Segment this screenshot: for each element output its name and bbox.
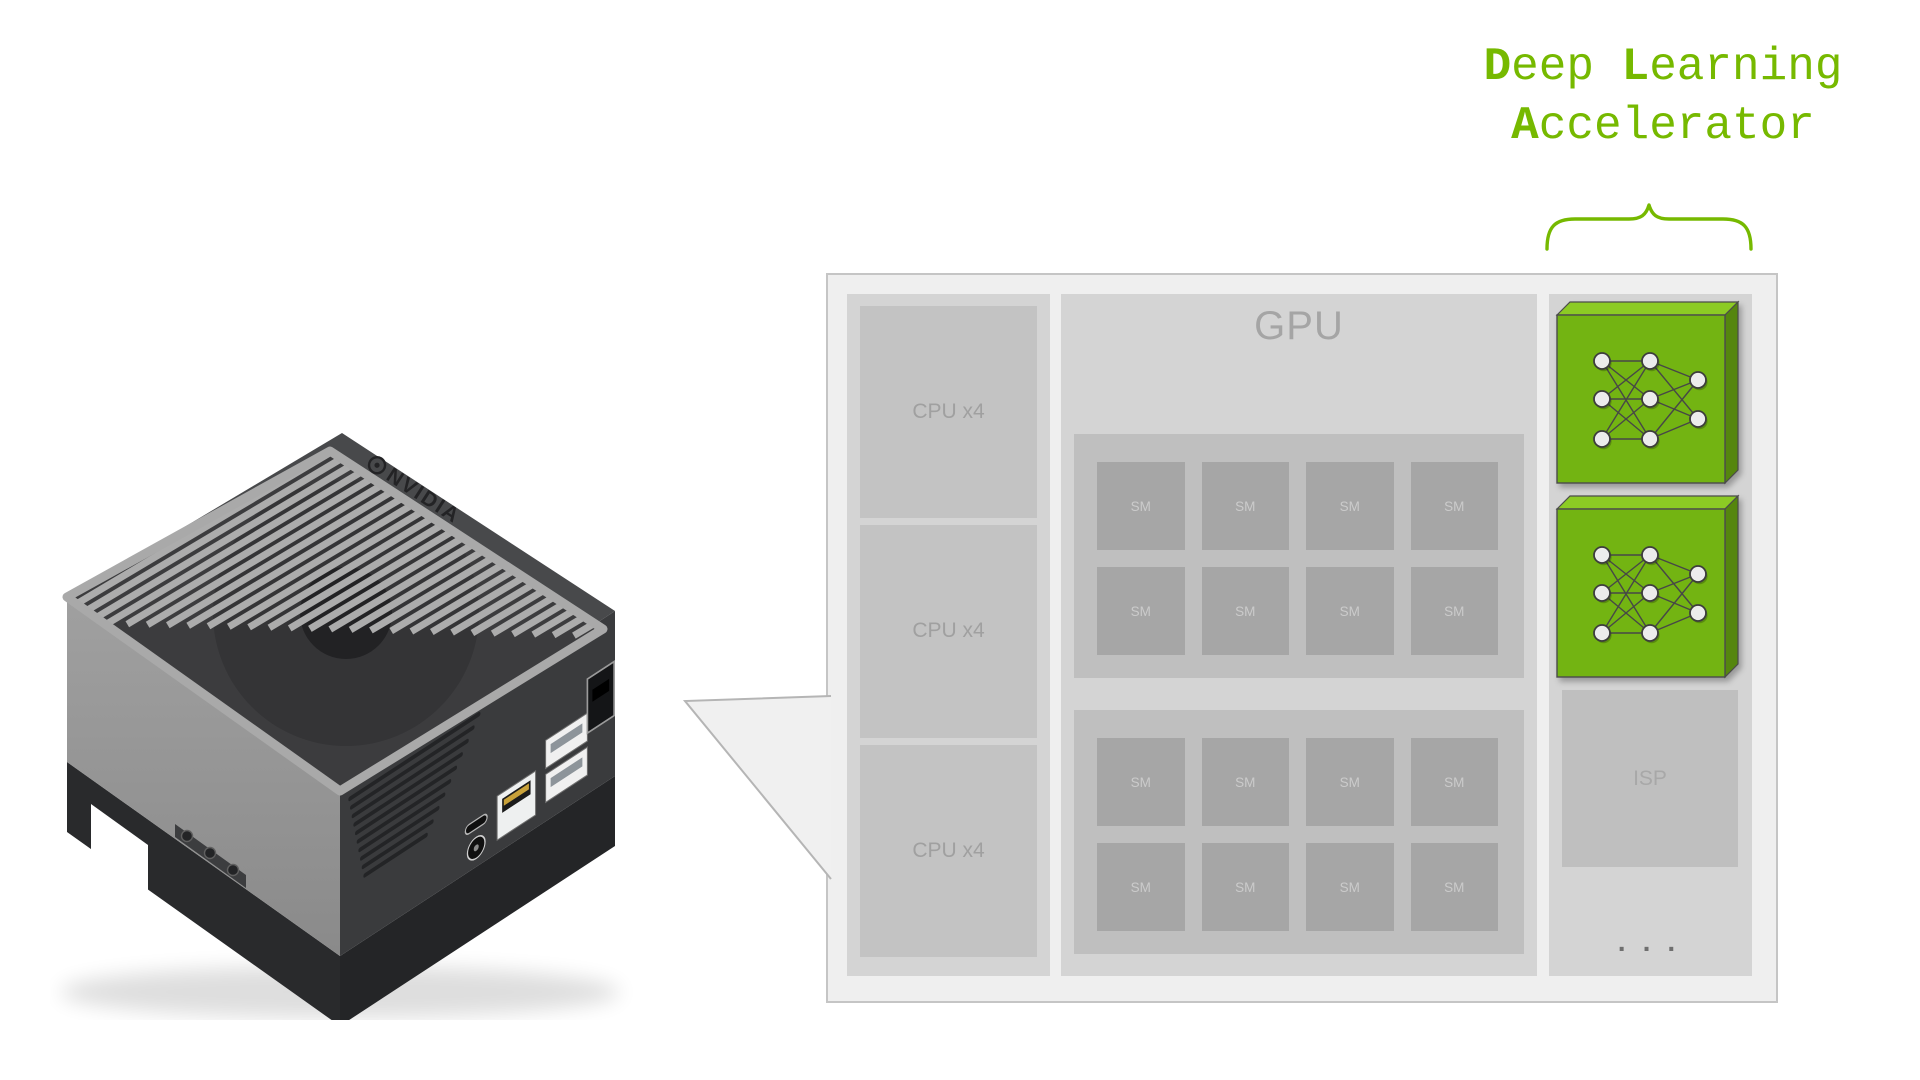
caption-bold-letter: A — [1511, 100, 1539, 152]
callout-pointer-icon — [682, 695, 832, 880]
sm-core-label: SM — [1235, 603, 1256, 619]
gpu-label: GPU — [1254, 304, 1344, 348]
sm-core-label: SM — [1130, 774, 1151, 790]
sm-core: SM — [1201, 567, 1289, 655]
more-ellipsis: ... — [1613, 929, 1688, 960]
cpu-block-label: CPU x4 — [912, 838, 985, 862]
sm-core-label: SM — [1339, 879, 1360, 895]
sm-core: SM — [1201, 843, 1289, 931]
jetson-device-photo: NVIDIA — [50, 350, 660, 1026]
sm-cluster-1: SM SM SM SM SM SM SM SM — [1074, 434, 1524, 678]
sm-core-label: SM — [1339, 498, 1360, 514]
dla-caption-line1: Deep Learning — [1483, 41, 1843, 93]
sm-core: SM — [1410, 738, 1498, 826]
sm-core-label: SM — [1130, 879, 1151, 895]
sm-core: SM — [1097, 567, 1185, 655]
sm-core-label: SM — [1130, 603, 1151, 619]
sm-core-label: SM — [1235, 498, 1256, 514]
sm-core: SM — [1410, 462, 1498, 550]
brace-icon — [1545, 203, 1753, 251]
sm-core: SM — [1097, 738, 1185, 826]
isp-block: ISP — [1562, 690, 1738, 867]
dla-caption-line2: Accelerator — [1511, 100, 1815, 152]
sm-core: SM — [1097, 843, 1185, 931]
sm-core-label: SM — [1444, 603, 1465, 619]
gpu-block: GPU SM SM SM SM SM SM SM SM SM SM SM SM SM SM SM SM — [1061, 294, 1537, 976]
cpu-block-label: CPU x4 — [912, 400, 985, 424]
sm-core: SM — [1306, 462, 1394, 550]
caption-bold-letter: L — [1621, 41, 1650, 93]
dla-caption: Deep Learning Accelerator — [1418, 38, 1908, 156]
sm-core-label: SM — [1444, 879, 1465, 895]
dla-block-1 — [1555, 300, 1745, 486]
sm-core-label: SM — [1235, 879, 1256, 895]
cpu-block: CPU x4 — [860, 744, 1037, 957]
sm-core-label: SM — [1235, 774, 1256, 790]
cpu-block: CPU x4 — [860, 306, 1037, 519]
sm-core: SM — [1410, 843, 1498, 931]
soc-diagram-panel: CPU x4 CPU x4 CPU x4 GPU SM SM SM SM SM SM SM SM … — [826, 273, 1778, 1003]
isp-label: ISP — [1633, 766, 1667, 790]
sm-core: SM — [1201, 462, 1289, 550]
sm-core: SM — [1097, 462, 1185, 550]
sm-core-label: SM — [1130, 498, 1151, 514]
caption-bold-letter: D — [1483, 41, 1512, 93]
sm-core-label: SM — [1339, 774, 1360, 790]
sm-core: SM — [1306, 843, 1394, 931]
sm-core: SM — [1410, 567, 1498, 655]
sm-core-label: SM — [1444, 774, 1465, 790]
dla-block-2 — [1555, 494, 1745, 680]
sm-core-label: SM — [1444, 498, 1465, 514]
sm-cluster-2: SM SM SM SM SM SM SM SM — [1074, 710, 1524, 954]
cpu-column: CPU x4 CPU x4 CPU x4 — [847, 294, 1050, 976]
sm-core-label: SM — [1339, 603, 1360, 619]
dla-column: ISP ... — [1549, 294, 1752, 976]
sm-core: SM — [1306, 567, 1394, 655]
sm-core: SM — [1201, 738, 1289, 826]
sm-core: SM — [1306, 738, 1394, 826]
cpu-block-label: CPU x4 — [912, 619, 985, 643]
cpu-block: CPU x4 — [860, 525, 1037, 738]
